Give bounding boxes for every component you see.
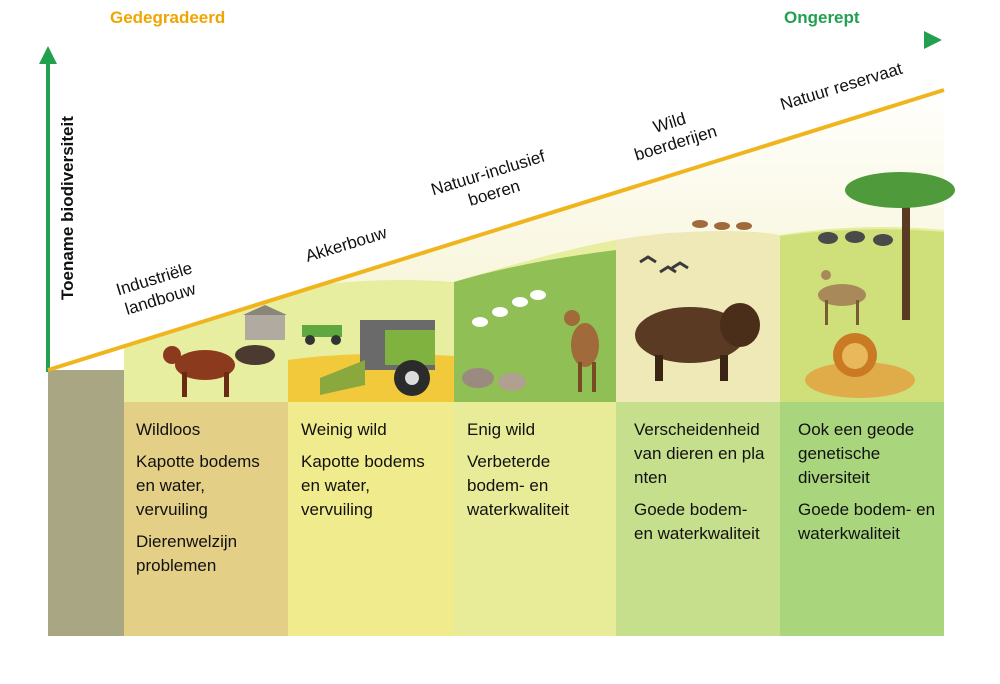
column-item: Goede bodem- en waterkwaliteit bbox=[634, 500, 760, 543]
lion-icon bbox=[805, 333, 915, 398]
combine-harvester-icon bbox=[320, 320, 435, 396]
column-item: Ook een geode genetische diversiteit bbox=[798, 420, 915, 487]
cattle-icon bbox=[163, 345, 275, 397]
sheep-icon bbox=[472, 290, 546, 327]
column-bg-1 bbox=[124, 402, 288, 636]
column-item: Kapotte bodems en water, vervuiling bbox=[136, 452, 260, 519]
bison-icon bbox=[635, 303, 760, 381]
column-text-5: Ook een geode genetische diversiteit Goe… bbox=[798, 418, 936, 554]
column-bg-5 bbox=[780, 402, 944, 636]
column-item: Weinig wild bbox=[301, 420, 387, 439]
column-item: Goede bodem- en waterkwaliteit bbox=[798, 500, 936, 543]
vertical-axis-arrow bbox=[39, 46, 57, 372]
column-item: Verscheidenheid van dieren en planten bbox=[634, 420, 765, 487]
column-bg-2 bbox=[288, 402, 454, 636]
acacia-tree-icon bbox=[845, 172, 955, 320]
deer-herd-icon bbox=[692, 220, 752, 230]
partridge-icon bbox=[462, 368, 526, 391]
column-text-1: Wildloos Kapotte bodems en water, vervui… bbox=[136, 418, 276, 586]
column-item: Wildloos bbox=[136, 420, 201, 439]
column-item: Verbeterde bodem- en waterkwaliteit bbox=[467, 452, 570, 519]
landscape-scene bbox=[124, 92, 944, 402]
kudu-icon bbox=[818, 270, 866, 325]
column-item: Dierenwelzijn problemen bbox=[136, 532, 238, 575]
horizontal-axis-arrow bbox=[48, 31, 942, 49]
elephants-icon bbox=[818, 231, 893, 246]
column-item: Enig wild bbox=[467, 420, 536, 439]
diagonal-line bbox=[47, 88, 945, 372]
column-text-4: Verscheidenheid van dieren en planten Go… bbox=[634, 418, 769, 554]
column-text-3: Enig wild Verbeterde bodem- en waterkwal… bbox=[467, 418, 607, 530]
axis-vertical-label: Toename biodiversiteit bbox=[58, 116, 77, 300]
birds-icon bbox=[639, 255, 689, 274]
deer-icon bbox=[564, 310, 599, 392]
axis-right-label: Ongerept bbox=[784, 8, 860, 27]
farm-shed-icon bbox=[243, 305, 287, 340]
column-bg-4 bbox=[616, 402, 780, 636]
column-item: Kapotte bodems en water, vervuiling bbox=[301, 452, 425, 519]
baseline-column bbox=[48, 370, 124, 636]
axis-left-label: Gedegradeerd bbox=[110, 8, 226, 27]
column-bg-3 bbox=[454, 402, 616, 636]
tractor-icon bbox=[302, 325, 342, 345]
column-text-2: Weinig wild Kapotte bodems en water, ver… bbox=[301, 418, 441, 530]
